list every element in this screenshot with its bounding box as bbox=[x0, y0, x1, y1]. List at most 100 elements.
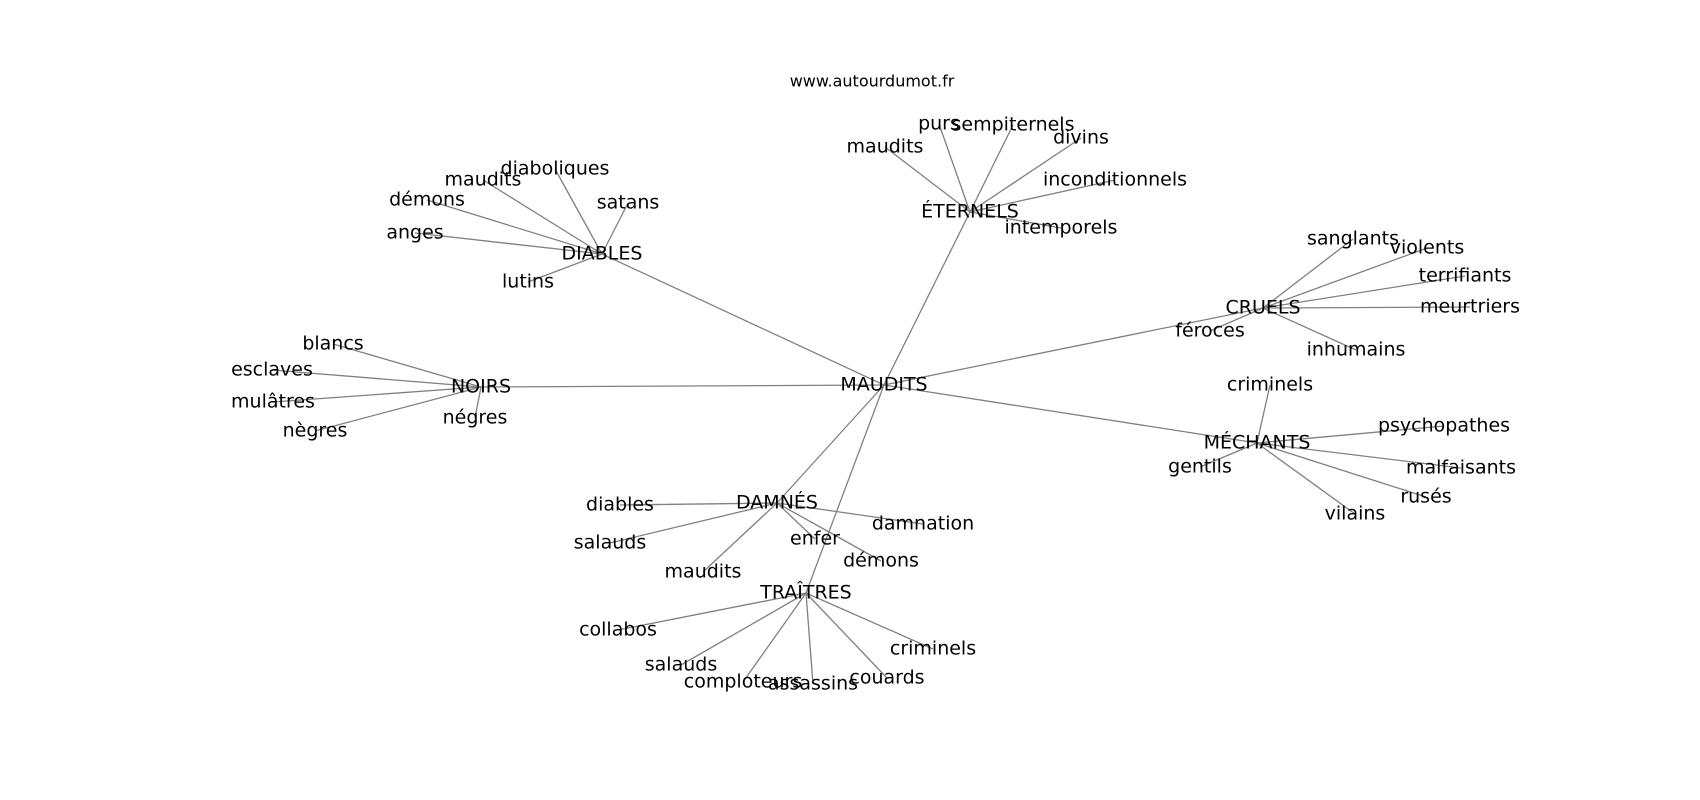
edge-hub-to-leaf bbox=[742, 592, 807, 683]
leaf-node: démons bbox=[843, 550, 919, 572]
leaf-node: assassins bbox=[768, 673, 858, 695]
leaf-node: rusés bbox=[1400, 486, 1451, 508]
graph-edges bbox=[271, 123, 1471, 685]
edge-hub-to-leaf bbox=[617, 592, 807, 631]
edge-center-to-hub bbox=[480, 384, 885, 388]
edge-hub-to-leaf bbox=[482, 179, 603, 255]
edge-hub-to-leaf bbox=[1262, 275, 1466, 309]
leaf-node: lutins bbox=[502, 271, 554, 293]
edge-hub-to-leaf bbox=[527, 253, 603, 283]
graph-labels: www.autourdumot.fr MAUDITSDIABLESdiaboli… bbox=[231, 72, 1520, 695]
leaf-node: féroces bbox=[1175, 320, 1244, 342]
leaf-node: maudits bbox=[445, 169, 522, 191]
leaf-node: damnation bbox=[872, 513, 974, 535]
leaf-node: négres bbox=[443, 407, 508, 429]
leaf-node: anges bbox=[386, 222, 443, 244]
edge-hub-to-leaf bbox=[884, 146, 971, 213]
leaf-node: collabos bbox=[579, 619, 657, 641]
edge-hub-to-leaf bbox=[414, 232, 603, 255]
hub-node: MÉCHANTS bbox=[1204, 431, 1311, 454]
edge-hub-to-leaf bbox=[805, 592, 888, 679]
edge-hub-to-leaf bbox=[1256, 442, 1462, 469]
leaf-node: diaboliques bbox=[501, 158, 610, 180]
edge-hub-to-leaf bbox=[601, 202, 629, 255]
edge-center-to-hub bbox=[883, 384, 1258, 444]
leaf-node: esclaves bbox=[231, 359, 313, 381]
edge-hub-to-leaf bbox=[1262, 306, 1471, 309]
edge-hub-to-leaf bbox=[702, 502, 778, 573]
leaf-node: sempiternels bbox=[952, 114, 1075, 136]
edge-hub-to-leaf bbox=[938, 123, 971, 213]
edge-hub-to-leaf bbox=[1262, 307, 1357, 351]
edge-hub-to-leaf bbox=[969, 211, 1062, 229]
edge-center-to-hub bbox=[805, 384, 885, 594]
leaf-node: salauds bbox=[574, 532, 646, 554]
leaf-node: divins bbox=[1053, 127, 1109, 149]
edge-hub-to-leaf bbox=[1256, 442, 1427, 498]
edge-hub-to-leaf bbox=[1209, 307, 1264, 332]
edge-hub-to-leaf bbox=[272, 386, 482, 403]
edge-center-to-hub bbox=[883, 211, 971, 386]
edge-center-to-hub bbox=[776, 384, 885, 504]
site-label: www.autourdumot.fr bbox=[790, 72, 955, 91]
leaf-node: maudits bbox=[665, 561, 742, 583]
hub-node: TRAÎTRES bbox=[759, 581, 852, 604]
hub-node: NOIRS bbox=[451, 376, 511, 398]
leaf-node: inconditionnels bbox=[1043, 169, 1187, 191]
edge-hub-to-leaf bbox=[805, 592, 814, 685]
leaf-node: criminels bbox=[1227, 374, 1313, 396]
hub-node: CRUELS bbox=[1225, 297, 1300, 319]
edge-hub-to-leaf bbox=[776, 502, 924, 525]
leaf-node: meurtriers bbox=[1420, 296, 1520, 318]
leaf-node: mulâtres bbox=[231, 391, 315, 413]
edge-hub-to-leaf bbox=[1256, 425, 1445, 444]
hub-node: ÉTERNELS bbox=[921, 200, 1019, 223]
leaf-node: criminels bbox=[890, 638, 976, 660]
leaf-node: purs bbox=[918, 113, 960, 135]
edge-hub-to-leaf bbox=[554, 168, 603, 255]
edge-hub-to-leaf bbox=[474, 386, 482, 419]
edge-hub-to-leaf bbox=[609, 502, 778, 544]
leaf-node: salauds bbox=[645, 654, 717, 676]
leaf-node: gentils bbox=[1168, 456, 1232, 478]
edge-hub-to-leaf bbox=[619, 502, 778, 506]
leaf-node: couards bbox=[849, 667, 924, 689]
edge-hub-to-leaf bbox=[1256, 442, 1356, 515]
edge-hub-to-leaf bbox=[314, 386, 482, 432]
edge-hub-to-leaf bbox=[271, 369, 482, 388]
edge-hub-to-leaf bbox=[969, 179, 1116, 213]
edge-center-to-hub bbox=[883, 307, 1264, 386]
edge-hub-to-leaf bbox=[1256, 384, 1271, 444]
leaf-node: blancs bbox=[302, 333, 363, 355]
leaf-node: psychopathes bbox=[1378, 415, 1510, 437]
leaf-node: vilains bbox=[1325, 503, 1386, 525]
edge-hub-to-leaf bbox=[969, 124, 1014, 213]
leaf-node: enfer bbox=[790, 528, 840, 550]
leaf-node: sanglants bbox=[1307, 228, 1399, 250]
leaf-node: terrifiants bbox=[1419, 265, 1512, 287]
leaf-node: nègres bbox=[283, 420, 348, 442]
edge-hub-to-leaf bbox=[776, 502, 816, 540]
leaf-node: inhumains bbox=[1307, 339, 1406, 361]
edge-hub-to-leaf bbox=[1262, 247, 1428, 309]
edge-hub-to-leaf bbox=[805, 592, 934, 650]
edge-hub-to-leaf bbox=[332, 343, 482, 388]
leaf-node: maudits bbox=[847, 136, 924, 158]
edge-hub-to-leaf bbox=[969, 137, 1082, 213]
leaf-node: violents bbox=[1390, 237, 1465, 259]
edge-hub-to-leaf bbox=[1262, 238, 1354, 309]
leaf-node: malfaisants bbox=[1406, 457, 1516, 479]
hub-node: DIABLES bbox=[562, 243, 643, 265]
hub-node: DAMNÉS bbox=[736, 491, 818, 514]
leaf-node: comploteurs bbox=[684, 671, 802, 693]
edge-hub-to-leaf bbox=[1199, 442, 1258, 468]
leaf-node: satans bbox=[597, 192, 660, 214]
edge-hub-to-leaf bbox=[426, 199, 603, 255]
leaf-node: intemporels bbox=[1005, 217, 1118, 239]
leaf-node: diables bbox=[586, 494, 654, 516]
edge-center-to-hub bbox=[601, 253, 885, 386]
leaf-node: démons bbox=[389, 189, 465, 211]
edge-hub-to-leaf bbox=[680, 592, 807, 666]
